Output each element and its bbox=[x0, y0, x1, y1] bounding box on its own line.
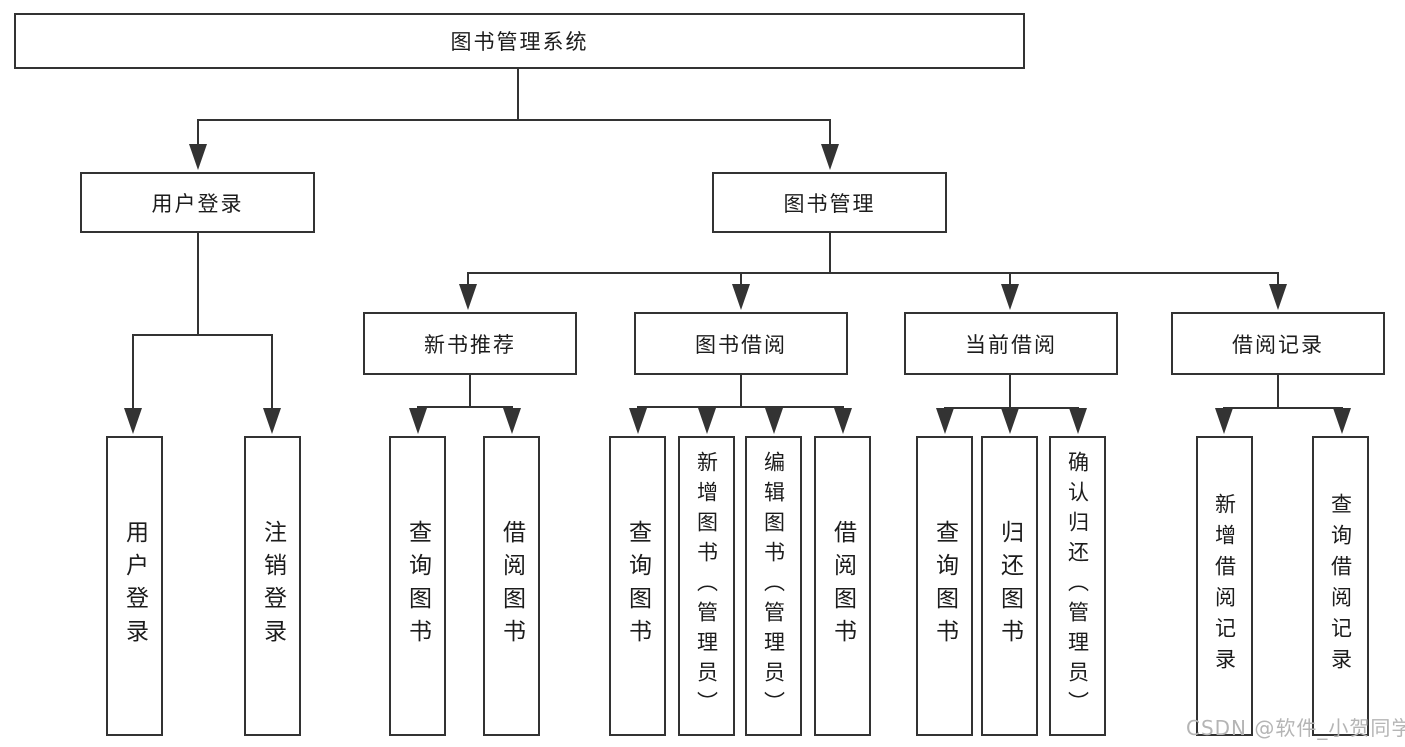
leaf-borrow-books: 借阅图书 bbox=[814, 436, 871, 736]
node-label: 借阅图书 bbox=[829, 520, 856, 652]
connector-arrowheads bbox=[124, 144, 1351, 434]
leaf-query-books-borrowing: 查询图书 bbox=[609, 436, 666, 736]
leaf-query-borrow-record: 查询借阅记录 bbox=[1312, 436, 1369, 736]
node-label: 图书借阅 bbox=[695, 332, 787, 357]
leaf-query-books-current: 查询图书 bbox=[916, 436, 973, 736]
node-label: 新书推荐 bbox=[424, 332, 516, 357]
node-user-login: 用户登录 bbox=[80, 172, 315, 233]
leaf-logout: 注销登录 bbox=[244, 436, 301, 736]
leaf-user-login: 用户登录 bbox=[106, 436, 163, 736]
node-label: 新增借阅记录 bbox=[1212, 493, 1237, 679]
leaf-add-book-admin: 新增图书（管理员） bbox=[678, 436, 735, 736]
node-label: 编辑图书（管理员） bbox=[761, 451, 786, 721]
node-label: 注销登录 bbox=[259, 520, 286, 652]
csdn-watermark: CSDN @软件_小贺同学 bbox=[1186, 716, 1405, 740]
node-label: 用户登录 bbox=[151, 191, 244, 216]
leaf-borrow-books-recommend: 借阅图书 bbox=[483, 436, 540, 736]
leaf-return-book: 归还图书 bbox=[981, 436, 1038, 736]
node-label: 归还图书 bbox=[996, 520, 1023, 652]
node-label: 查询图书 bbox=[624, 520, 651, 652]
leaf-confirm-return-admin: 确认归还（管理员） bbox=[1049, 436, 1106, 736]
node-current-borrowing: 当前借阅 bbox=[904, 312, 1118, 375]
node-label: 借阅图书 bbox=[498, 520, 525, 652]
node-book-management: 图书管理 bbox=[712, 172, 947, 233]
node-label: 查询图书 bbox=[404, 520, 431, 652]
node-label: 查询图书 bbox=[931, 520, 958, 652]
node-library-management-system: 图书管理系统 bbox=[14, 13, 1025, 69]
leaf-add-borrow-record: 新增借阅记录 bbox=[1196, 436, 1253, 736]
node-new-book-recommend: 新书推荐 bbox=[363, 312, 577, 375]
node-label: 新增图书（管理员） bbox=[694, 451, 719, 721]
node-label: 借阅记录 bbox=[1232, 332, 1324, 357]
node-book-borrowing: 图书借阅 bbox=[634, 312, 848, 375]
leaf-edit-book-admin: 编辑图书（管理员） bbox=[745, 436, 802, 736]
node-label: 确认归还（管理员） bbox=[1065, 451, 1090, 721]
node-label: 图书管理 bbox=[783, 191, 876, 216]
node-borrowing-records: 借阅记录 bbox=[1171, 312, 1385, 375]
leaf-query-books-recommend: 查询图书 bbox=[389, 436, 446, 736]
node-label: 用户登录 bbox=[121, 520, 148, 652]
node-label: 图书管理系统 bbox=[450, 30, 589, 54]
node-label: 查询借阅记录 bbox=[1328, 493, 1353, 679]
node-label: 当前借阅 bbox=[965, 332, 1057, 357]
